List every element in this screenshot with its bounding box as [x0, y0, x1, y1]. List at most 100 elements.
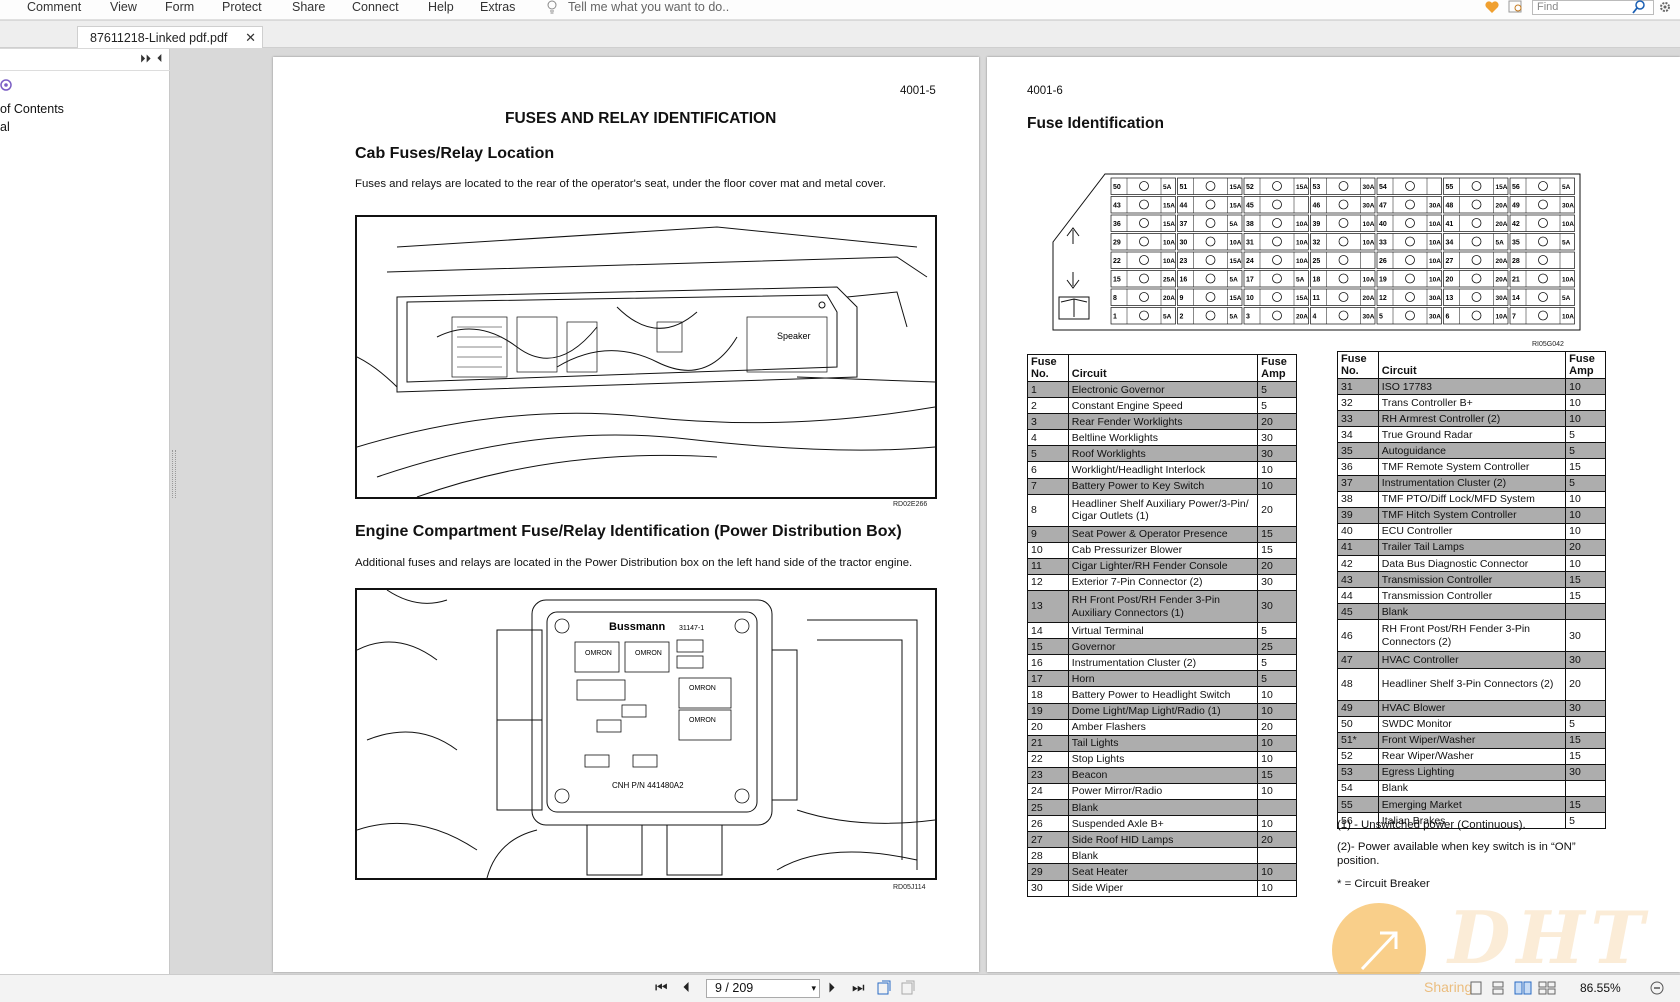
fuse-slot-outline	[1310, 196, 1376, 214]
menu-comment[interactable]: Comment	[27, 0, 82, 14]
fuse-slot-outline	[1110, 177, 1176, 195]
chevron-down-icon[interactable]: ▾	[811, 983, 816, 993]
continuous-facing-view-icon[interactable]	[1538, 981, 1556, 995]
fuse-amp-cell: 15	[1565, 747, 1606, 765]
menu-protect[interactable]: Protect	[222, 0, 262, 14]
bookmark-table-of-contents[interactable]: of Contents	[0, 102, 64, 116]
section-heading-cab: Cab Fuses/Relay Location	[355, 145, 555, 162]
fuse-amp-cell: 10	[1257, 815, 1297, 833]
continuous-view-icon[interactable]	[1490, 981, 1506, 995]
fuse-slot-number: 31	[1246, 240, 1254, 247]
panel-resize-handle[interactable]	[172, 450, 176, 498]
menu-help[interactable]: Help	[428, 0, 454, 14]
fuse-amp-cell: 15	[1565, 458, 1606, 476]
fuse-no-cell: 21	[1027, 734, 1069, 752]
zoom-out-icon[interactable]	[1650, 981, 1664, 995]
fuse-slot-amp: 5A	[1163, 184, 1172, 191]
fuse-no-cell: 50	[1337, 715, 1379, 733]
fuse-slot-number: 48	[1446, 203, 1454, 210]
menu-share[interactable]: Share	[292, 0, 326, 14]
circuit-symbol-icon	[1405, 218, 1415, 228]
gear-icon[interactable]	[1658, 0, 1672, 14]
circuit-cell: Transmission Controller	[1377, 587, 1567, 605]
menu-form[interactable]: Form	[165, 0, 195, 14]
circuit-symbol-icon	[1538, 236, 1548, 247]
bookmark-general[interactable]: al	[0, 120, 10, 134]
fuse-amp-cell: 5	[1257, 670, 1297, 688]
circuit-cell: SWDC Monitor	[1377, 715, 1567, 733]
document-tab-label: 87611218-Linked pdf.pdf	[90, 31, 228, 45]
circuit-cell: Trailer Tail Lamps	[1377, 538, 1567, 557]
fuse-slot-amp: 10A	[1163, 240, 1175, 247]
fuse-slot-outline	[1177, 196, 1243, 214]
first-page-icon[interactable]: ⏮	[655, 979, 668, 995]
fuse-amp-cell: 10	[1257, 863, 1297, 881]
circuit-symbol-icon	[1538, 292, 1548, 302]
circuit-symbol-icon	[1272, 255, 1282, 265]
collapse-panel-icon[interactable]: ⏴	[157, 53, 163, 65]
fuse-slot-number: 1	[1113, 314, 1117, 321]
fuse-amp-cell: 10	[1565, 410, 1606, 428]
circuit-cell: Electronic Governor	[1067, 380, 1259, 399]
facing-view-icon[interactable]	[1514, 981, 1532, 995]
heart-icon[interactable]	[1484, 0, 1500, 14]
circuit-symbol-icon	[1272, 273, 1282, 284]
fuse-slot-outline	[1443, 251, 1509, 269]
previous-page-icon[interactable]: ⏴	[683, 979, 690, 995]
expand-panel-icon[interactable]: ⏵⏵	[140, 53, 151, 65]
circuit-cell: Exterior 7-Pin Connector (2)	[1067, 573, 1259, 592]
image-search-icon[interactable]	[1508, 0, 1524, 14]
last-page-icon[interactable]: ⏭	[852, 979, 865, 995]
fuse-no-cell: 33	[1337, 410, 1379, 428]
fuse-amp-cell: 20	[1257, 831, 1297, 849]
menu-connect[interactable]: Connect	[352, 0, 399, 14]
bookmark-search-icon[interactable]	[0, 79, 14, 93]
previous-view-icon[interactable]	[876, 980, 892, 996]
fuse-amp-cell: 15	[1565, 587, 1606, 605]
circuit-cell: RH Front Post/RH Fender 3-Pin Auxiliary …	[1067, 590, 1259, 624]
fuse-slot-amp: 10A	[1562, 277, 1574, 284]
next-view-icon[interactable]	[900, 980, 916, 996]
fuse-slot-amp: 10A	[1429, 277, 1441, 284]
menu-extras[interactable]: Extras	[480, 0, 516, 14]
menu-view[interactable]: View	[110, 0, 137, 14]
fuse-amp-cell: 5	[1257, 654, 1297, 672]
fuse-no-cell: 53	[1337, 763, 1379, 781]
circuit-cell: Stop Lights	[1067, 750, 1259, 768]
fuse-amp-cell: 10	[1257, 750, 1297, 768]
relay-label: OMRON	[689, 685, 716, 692]
circuit-cell: RH Front Post/RH Fender 3-Pin Connectors…	[1377, 619, 1567, 653]
page-number-input[interactable]: 9 / 209 ▾	[706, 979, 820, 998]
fuse-amp-cell: 15	[1565, 571, 1606, 589]
find-input[interactable]: Find	[1532, 0, 1654, 15]
fuse-slot-number: 55	[1446, 184, 1454, 191]
document-tab[interactable]: 87611218-Linked pdf.pdf ✕	[77, 26, 263, 48]
fuse-slot-outline	[1310, 251, 1376, 269]
fuse-slot-amp: 20A	[1496, 221, 1508, 228]
single-page-view-icon[interactable]	[1468, 981, 1484, 995]
close-tab-icon[interactable]: ✕	[245, 30, 256, 45]
fuse-slot-number: 21	[1512, 277, 1520, 284]
fuse-amp-cell: 30	[1565, 651, 1606, 669]
fuse-slot: 45	[1243, 196, 1309, 214]
next-page-icon[interactable]: ⏵	[828, 979, 835, 995]
zoom-level[interactable]: 86.55%	[1580, 981, 1621, 995]
page-number: 4001-6	[1027, 85, 1063, 97]
fuse-slot-number: 36	[1113, 221, 1121, 228]
search-icon[interactable]	[1632, 0, 1646, 14]
tell-me-search[interactable]: Tell me what you want to do..	[568, 0, 730, 14]
